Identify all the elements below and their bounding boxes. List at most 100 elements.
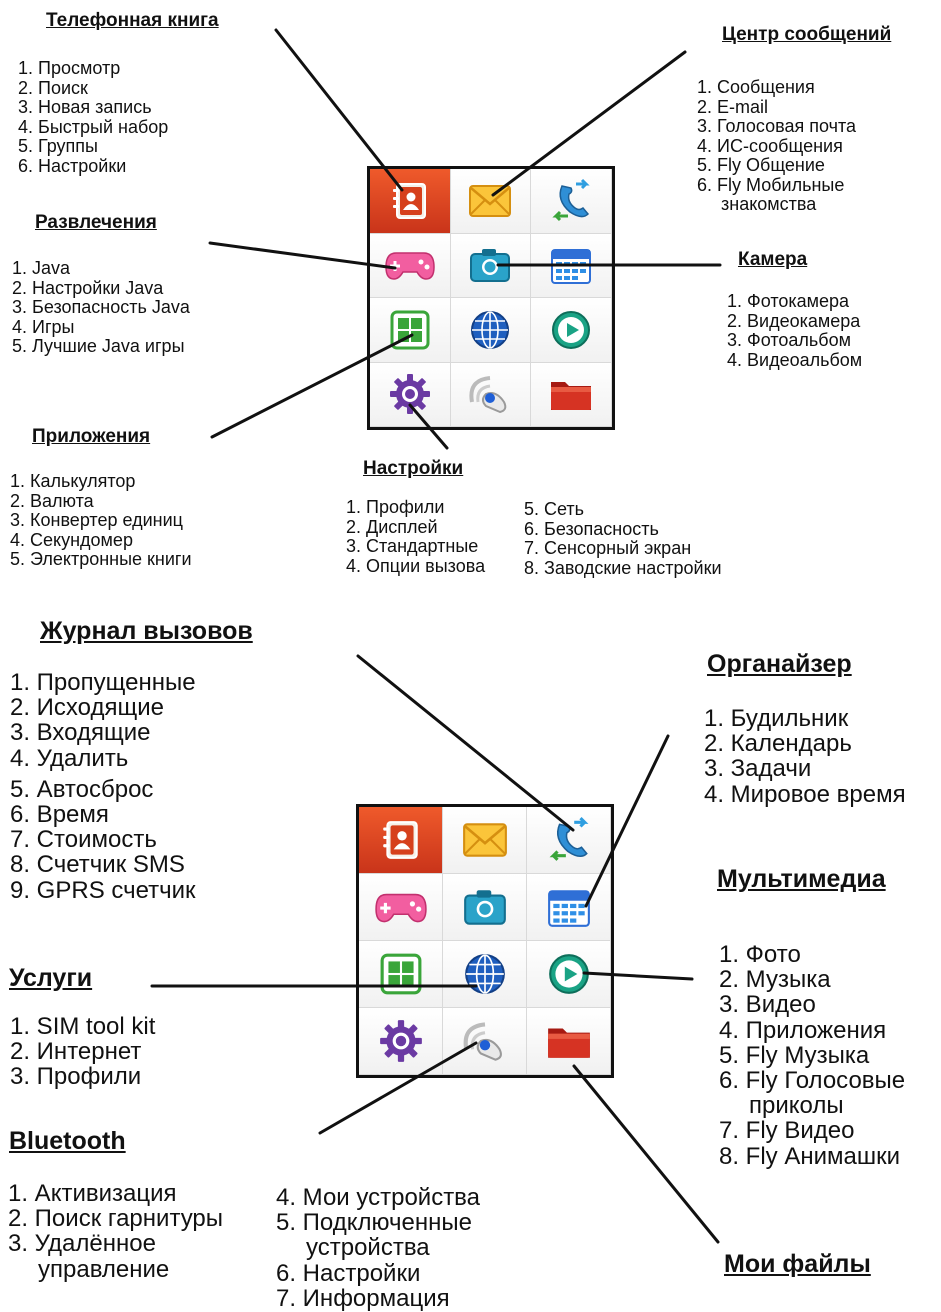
calllog-list: 1. Пропущенные 2. Исходящие 3. Входящие … bbox=[10, 670, 196, 903]
folder-icon bbox=[547, 1028, 590, 1058]
menu-cell-settings[interactable] bbox=[370, 362, 451, 427]
list-item: 3. Профили bbox=[10, 1063, 142, 1091]
phonebook-icon bbox=[392, 182, 426, 219]
menu-cell-applications[interactable] bbox=[359, 941, 443, 1008]
organizer-heading: Органайзер bbox=[707, 650, 852, 678]
camera-list: 1. Фотокамера 2. Видеокамера 3. Фотоальб… bbox=[727, 291, 862, 370]
list-item: 4. Мои устройства bbox=[276, 1184, 481, 1211]
menu-cell-organizer[interactable] bbox=[531, 233, 612, 298]
menu-cell-camera[interactable] bbox=[443, 874, 527, 941]
menu-cell-organizer[interactable] bbox=[527, 874, 611, 941]
list-item: 8. Заводские настройки bbox=[524, 557, 722, 578]
list-item: 5. Электронные книги bbox=[10, 549, 192, 569]
globe-icon bbox=[464, 954, 505, 994]
list-item: 2. Валюта bbox=[10, 490, 94, 511]
camera-heading: Камера bbox=[738, 249, 808, 270]
list-item: 2. Музыка bbox=[719, 966, 831, 994]
list-item: 2. Поиск bbox=[18, 77, 88, 98]
list-item: 1. Пропущенные bbox=[10, 669, 196, 696]
menu-cell-messages[interactable] bbox=[450, 169, 532, 234]
menu-cell-myfiles[interactable] bbox=[527, 1008, 611, 1075]
list-item: устройства bbox=[306, 1234, 430, 1262]
settings-heading: Настройки bbox=[363, 458, 464, 479]
list-item: 2. Дисплей bbox=[346, 516, 438, 537]
list-item: 3. Входящие bbox=[10, 719, 151, 747]
list-item: 1. SIM tool kit bbox=[10, 1013, 156, 1040]
list-item: 6. Настройки bbox=[276, 1259, 421, 1287]
list-item: 1. Калькулятор bbox=[10, 471, 136, 491]
list-item: 5. Автосброс bbox=[10, 775, 154, 803]
list-item: 4. Секундомер bbox=[10, 529, 133, 550]
calendar-icon bbox=[547, 890, 590, 927]
services-list: 1. SIM tool kit 2. Интернет 3. Профили bbox=[10, 1014, 155, 1090]
camera-icon bbox=[470, 249, 511, 283]
menu-cell-entertainment[interactable] bbox=[359, 874, 443, 941]
menu-cell-calllog[interactable] bbox=[527, 807, 611, 874]
envelope-icon bbox=[469, 184, 512, 217]
list-item: 1. Профили bbox=[346, 497, 445, 517]
list-item: 3. Видео bbox=[719, 991, 816, 1019]
list-item: 5. Лучшие Java игры bbox=[12, 336, 185, 356]
folder-icon bbox=[551, 382, 592, 411]
phonebook-list: 1. Просмотр 2. Поиск 3. Новая запись 4. … bbox=[18, 58, 168, 176]
bluetooth-headset-icon bbox=[469, 376, 507, 414]
list-item: 7. Информация bbox=[276, 1284, 450, 1312]
menu-cell-entertainment[interactable] bbox=[370, 233, 451, 298]
menu-cell-bluetooth[interactable] bbox=[450, 362, 532, 427]
list-item: 4. Опции вызова bbox=[346, 555, 486, 576]
list-item: 4. Приложения bbox=[719, 1016, 887, 1044]
menu-cell-settings[interactable] bbox=[359, 1008, 443, 1075]
menu-cell-camera[interactable] bbox=[450, 233, 532, 298]
menu-cell-messages[interactable] bbox=[443, 807, 527, 874]
menu-cell-services[interactable] bbox=[450, 298, 532, 363]
list-item: 3. Фотоальбом bbox=[727, 330, 851, 350]
phone-menu-grid-top bbox=[367, 166, 615, 430]
call-log-icon bbox=[552, 178, 590, 221]
list-item: 6. Fly Мобильные bbox=[697, 174, 845, 195]
menu-cell-myfiles[interactable] bbox=[531, 362, 612, 427]
menu-cell-multimedia[interactable] bbox=[527, 941, 611, 1008]
list-item: 5. Группы bbox=[18, 136, 98, 156]
gear-icon bbox=[379, 1020, 422, 1062]
menu-cell-calllog[interactable] bbox=[531, 169, 612, 234]
menu-cell-phonebook[interactable] bbox=[370, 169, 451, 234]
list-item: 1. Сообщения bbox=[697, 77, 815, 97]
list-item: 7. Fly Видео bbox=[719, 1117, 855, 1145]
list-item: 1. Фото bbox=[719, 941, 801, 968]
phonebook-icon bbox=[382, 821, 418, 859]
list-item: 6. Безопасность bbox=[524, 518, 659, 539]
entertainment-heading: Развлечения bbox=[35, 212, 157, 233]
envelope-icon bbox=[462, 823, 507, 857]
settings-list-left: 1. Профили 2. Дисплей 3. Стандартные 4. … bbox=[346, 497, 486, 576]
list-item: 1. Просмотр bbox=[18, 58, 121, 78]
menu-cell-bluetooth[interactable] bbox=[443, 1008, 527, 1075]
list-item: 3. Задачи bbox=[704, 755, 812, 783]
phone-menu-grid-bottom bbox=[356, 804, 614, 1078]
list-item: 6. Настройки bbox=[18, 155, 127, 176]
bluetooth-heading: Bluetooth bbox=[9, 1127, 126, 1155]
gamepad-icon bbox=[374, 893, 427, 923]
list-item: 1. Фотокамера bbox=[727, 291, 850, 311]
list-item: 1. Активизация bbox=[8, 1180, 177, 1207]
list-item: управление bbox=[38, 1255, 170, 1283]
list-item: 5. Сеть bbox=[524, 499, 585, 519]
list-item: приколы bbox=[749, 1092, 844, 1120]
menu-cell-applications[interactable] bbox=[370, 298, 451, 363]
list-item: 3. Новая запись bbox=[18, 97, 152, 117]
list-item: 4. Удалить bbox=[10, 744, 129, 772]
myfiles-heading: Мои файлы bbox=[724, 1250, 871, 1278]
list-item: 3. Голосовая почта bbox=[697, 116, 857, 136]
globe-icon bbox=[471, 310, 510, 349]
menu-cell-phonebook[interactable] bbox=[359, 807, 443, 874]
multimedia-list: 1. Фото 2. Музыка 3. Видео 4. Приложения… bbox=[719, 942, 905, 1169]
settings-list-right: 5. Сеть 6. Безопасность 7. Сенсорный экр… bbox=[524, 499, 722, 578]
services-heading: Услуги bbox=[9, 964, 93, 992]
menu-cell-services[interactable] bbox=[443, 941, 527, 1008]
list-item: 8. Fly Анимашки bbox=[719, 1142, 901, 1170]
list-item: знакомства bbox=[721, 194, 817, 214]
menu-cell-multimedia[interactable] bbox=[531, 298, 612, 363]
list-item: 6. Fly Голосовые bbox=[719, 1067, 906, 1095]
bluetooth-headset-icon bbox=[463, 1022, 502, 1061]
list-item: 2. Исходящие bbox=[10, 694, 164, 722]
list-item: 3. Безопасность Java bbox=[12, 297, 190, 317]
